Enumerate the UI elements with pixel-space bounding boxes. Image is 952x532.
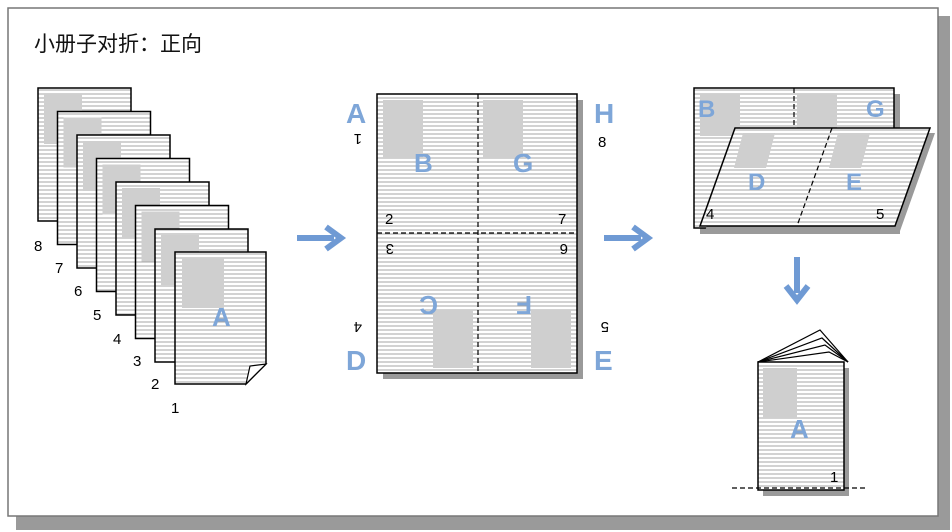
sheet-inner-num: 7	[558, 211, 566, 228]
booklet-letter: A	[790, 414, 809, 444]
sheet-corner-letter: D	[346, 345, 366, 376]
folded-front-letter: D	[748, 169, 765, 196]
folded-sheet: B G D E 4 5	[693, 87, 935, 234]
stack-page-num: 6	[74, 283, 82, 300]
stack-page-num: 8	[34, 238, 42, 255]
sheet-corner-num: 4	[354, 318, 362, 335]
sheet-corner-num: 5	[601, 318, 609, 335]
sheet-corner-letter: H	[594, 98, 614, 129]
stack-page-num: 4	[113, 331, 121, 348]
folded-front-letter: E	[846, 169, 862, 196]
booklet-page-num: 1	[830, 469, 838, 486]
stack-page-num: 5	[93, 307, 101, 324]
sheet-inner-letter: F	[516, 290, 532, 320]
sheet-corner-num: 1	[354, 130, 362, 147]
sheet-inner-num: 6	[560, 240, 568, 257]
sheet-inner-num: 2	[385, 211, 393, 228]
sheet-inner-letter: G	[513, 148, 533, 178]
front-page-letter: A	[212, 302, 231, 332]
front-page: A	[174, 251, 268, 386]
folded-back-letter: G	[866, 96, 885, 123]
finished-booklet: A 1	[732, 329, 866, 496]
stack-page-num: 2	[151, 376, 159, 393]
folded-page-num: 4	[706, 206, 714, 223]
folded-page-num: 5	[876, 206, 884, 223]
arrow-right-icon	[297, 224, 347, 252]
stack-page-num: 1	[171, 400, 179, 417]
arrow-down-icon	[783, 257, 811, 305]
stack-page-num: 3	[133, 353, 141, 370]
imposition-sheet: B G C F 2 7 3 6 A H D E 1 8 4 5	[346, 93, 614, 379]
stack-page-num: 7	[55, 260, 63, 277]
sheet-inner-letter: B	[414, 148, 433, 178]
arrow-right-icon	[604, 224, 654, 252]
sheet-corner-letter: A	[346, 98, 366, 129]
sheet-inner-num: 3	[386, 240, 394, 257]
sheet-corner-num: 8	[598, 134, 606, 151]
sheet-inner-letter: C	[419, 290, 438, 320]
sheet-corner-letter: E	[594, 345, 613, 376]
diagram-title: 小册子对折：正向	[34, 32, 202, 56]
folded-back-letter: B	[698, 96, 715, 123]
page-stack: 8 7 6 5 4 3 2 1 A	[34, 87, 268, 417]
